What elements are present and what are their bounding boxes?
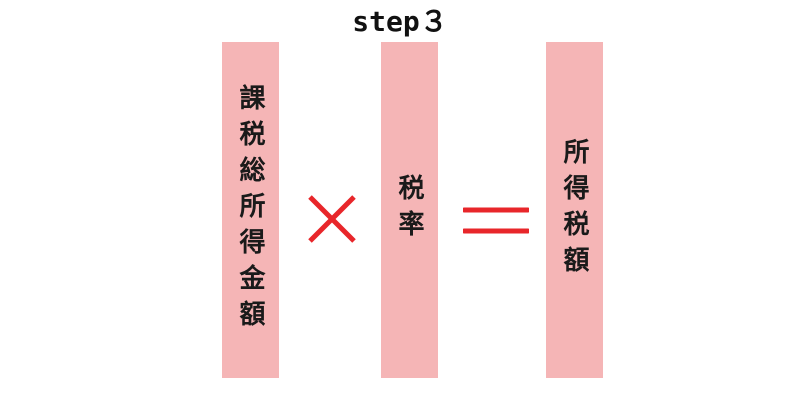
multiply-icon — [308, 195, 356, 243]
taxable-income-box: 課税総所得金額 — [222, 42, 279, 378]
equals-icon — [463, 207, 529, 234]
tax-rate-label: 税率 — [394, 174, 424, 246]
taxable-income-label: 課税総所得金額 — [235, 84, 265, 336]
step-title: step３ — [352, 5, 448, 38]
income-tax-label: 所得税額 — [559, 138, 589, 282]
tax-rate-box: 税率 — [381, 42, 438, 378]
income-tax-box: 所得税額 — [546, 42, 603, 378]
